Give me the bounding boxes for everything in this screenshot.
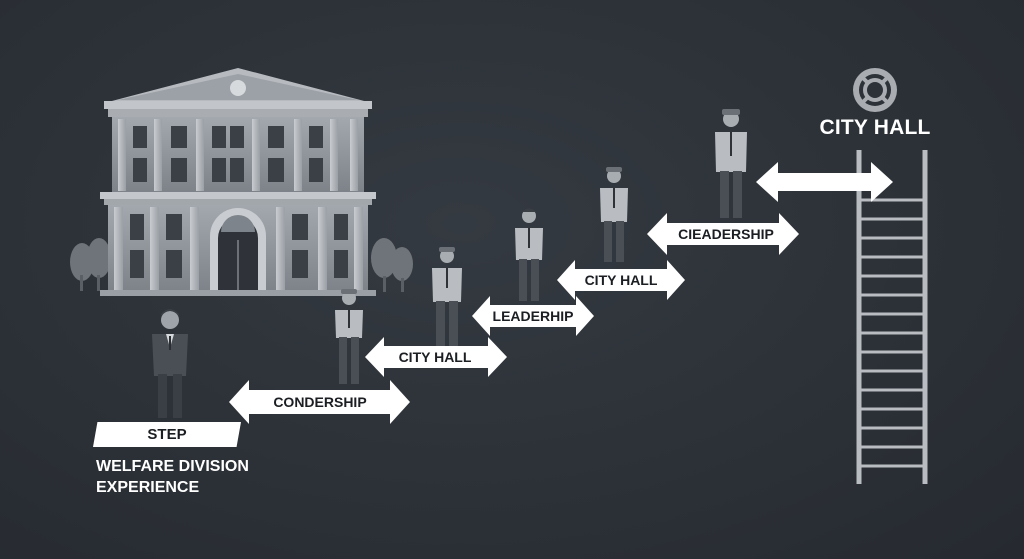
arrow-label: CIEADERSHIP [678, 226, 774, 242]
arrow-city-hall-2: CITY HALL [557, 260, 685, 300]
arrow-city-hall-1: CITY HALL [365, 337, 507, 377]
step-badge: STEP [93, 422, 241, 447]
emblem-icon [853, 68, 897, 112]
ladder [856, 150, 928, 484]
government-building [100, 68, 376, 296]
arrow-label: CITY HALL [585, 272, 658, 288]
emblem-rosette-icon [230, 80, 246, 96]
arrow-to-ladder [756, 162, 893, 202]
arrow-condership: CONDERSHIP [229, 380, 410, 424]
officer-figures [335, 109, 747, 384]
start-caption-line1: WELFARE DIVISION [96, 458, 249, 475]
step-badge-label: STEP [147, 426, 187, 443]
start-caption-line2: EXPERIENCE [96, 479, 200, 496]
arrow-cieadership: CIEADERSHIP [647, 213, 799, 255]
arrow-label: CITY HALL [399, 349, 472, 365]
arrow-leaderhip: LEADERHIP [472, 296, 594, 336]
arrow-label: CONDERSHIP [273, 394, 366, 410]
arrow-label: LEADERHIP [493, 308, 574, 324]
person-figure [152, 309, 188, 418]
destination-title: CITY HALL [819, 116, 931, 139]
tree-group-left [70, 238, 111, 291]
